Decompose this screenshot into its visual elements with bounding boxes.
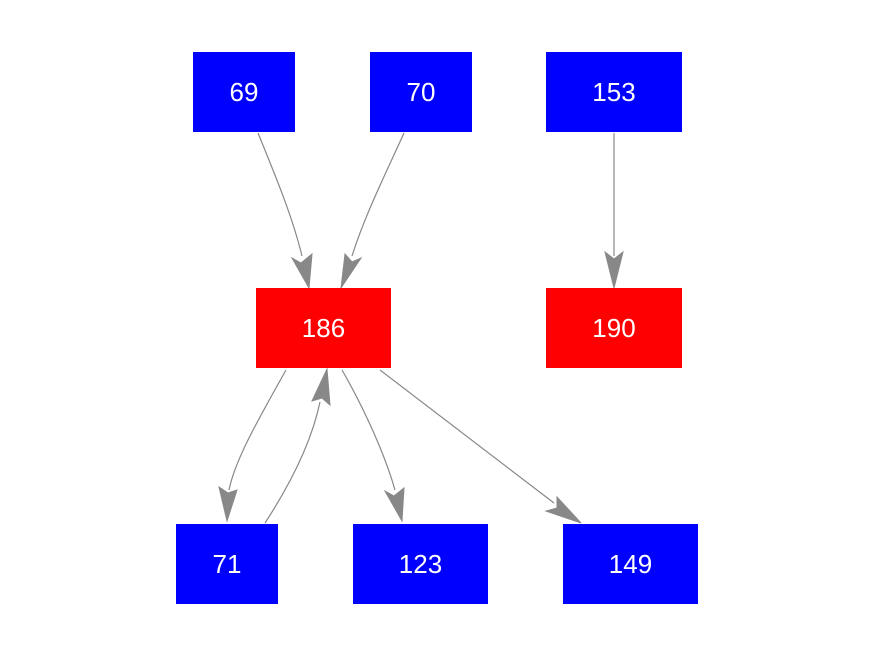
node-71: 71 [176, 524, 278, 604]
node-123: 123 [353, 524, 488, 604]
edge-186-to-71 [228, 369, 287, 491]
node-69: 69 [193, 52, 295, 132]
node-label: 71 [212, 548, 242, 579]
node-label: 123 [398, 548, 443, 579]
edge-69-to-186 [257, 132, 303, 257]
node-70: 70 [370, 52, 472, 132]
arrowhead-71-to-186 [311, 367, 331, 407]
node-190: 190 [546, 288, 682, 368]
arrowhead-186-to-71 [218, 485, 238, 523]
node-149: 149 [563, 524, 698, 604]
node-label: 149 [608, 548, 653, 579]
node-label: 186 [301, 312, 346, 343]
edge-186-to-149 [379, 369, 555, 504]
edge-71-to-186 [264, 401, 321, 524]
arrowhead-186-to-149 [544, 495, 582, 524]
node-label: 153 [592, 76, 636, 107]
edge-70-to-186 [351, 132, 405, 257]
arrowhead-186-to-123 [383, 486, 405, 523]
node-label: 69 [229, 76, 259, 107]
node-186: 186 [256, 288, 391, 368]
node-label: 70 [406, 76, 436, 107]
arrowhead-70-to-186 [340, 252, 363, 289]
arrowhead-69-to-186 [290, 252, 313, 290]
node-153: 153 [546, 52, 682, 132]
edge-186-to-123 [341, 369, 396, 491]
arrowhead-153-to-190 [604, 250, 624, 289]
node-label: 190 [592, 312, 636, 343]
